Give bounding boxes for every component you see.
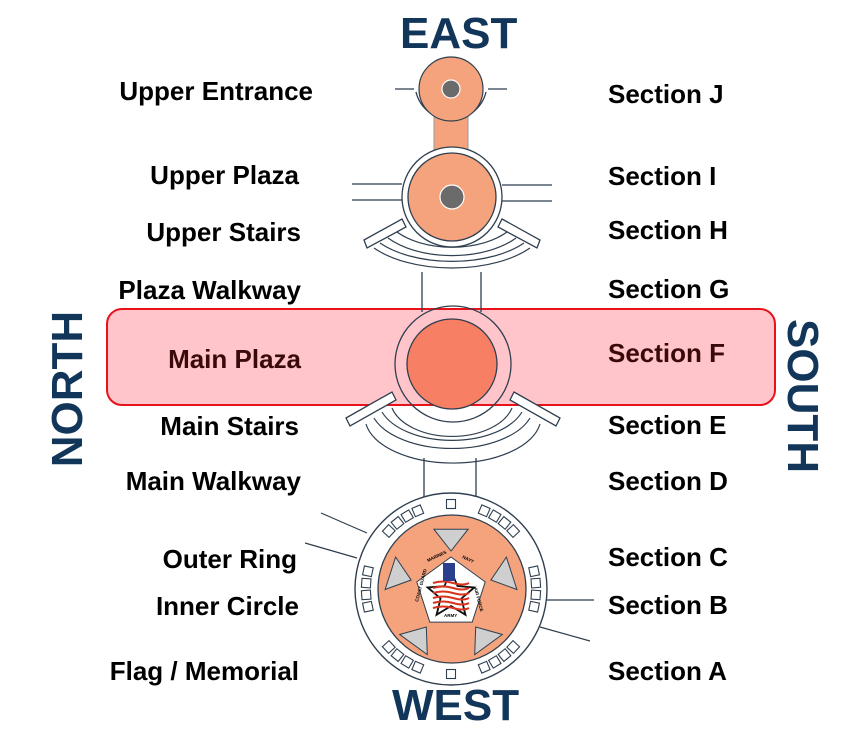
triangle-marker [384,555,412,591]
outer-ring-squares [360,498,542,680]
label-plaza-walkway: Plaza Walkway [118,275,301,305]
ring-square [411,504,425,518]
triangle-marker [474,626,504,656]
label-section-b: Section B [608,590,728,620]
ring-square [360,589,372,601]
main-plaza-circle [406,318,498,410]
emblem-label-navy: NAVY [462,554,475,564]
ring-square [361,600,374,613]
flag-stripe [432,580,470,586]
label-section-c: Section C [608,542,728,572]
ring-square [390,647,405,663]
ring-square [497,515,512,531]
direction-north: NORTH [43,310,92,468]
ring-square [381,639,396,655]
direction-east: EAST [400,9,518,58]
ring-square [445,498,457,510]
flag-stripe [432,600,470,606]
label-section-d: Section D [608,466,728,496]
ring-square [360,577,372,589]
ring-square [497,647,512,663]
label-main-walkway: Main Walkway [125,466,301,496]
label-upper-stairs: Upper Stairs [146,217,301,247]
label-upper-plaza: Upper Plaza [150,160,299,190]
ring-square [400,509,415,524]
flag-stripe [432,585,470,591]
ring-square [477,660,491,674]
flag-stripe [432,605,470,611]
label-section-e: Section E [608,410,727,440]
triangle-marker [398,626,428,656]
ring-square [390,515,405,531]
ring-square [506,523,521,539]
flag-stripe [432,595,470,601]
label-section-f: Section F [608,338,726,368]
flag-stripe [432,590,470,596]
inner-circle-triangles [384,528,518,656]
triangle-marker [490,555,518,591]
ring-square [477,504,491,518]
label-inner-circle: Inner Circle [155,591,299,621]
flag-memorial-canton [443,563,455,581]
ring-square [487,509,502,524]
label-outer-ring: Outer Ring [162,544,297,574]
label-upper-entrance: Upper Entrance [119,76,313,106]
ring-square [411,660,425,674]
direction-south: SOUTH [778,319,827,473]
label-main-plaza: Main Plaza [168,344,301,374]
ring-square [400,654,415,669]
ring-square [445,668,457,680]
ring-square [361,565,374,578]
emblem-label-army: ARMY [444,613,457,618]
direction-west: WEST [392,681,520,730]
label-section-g: Section G [608,274,730,304]
upper-plaza-center-dot [439,184,465,210]
label-main-stairs: Main Stairs [160,411,299,441]
ring-square [528,600,541,613]
emblem-label-air-force: AIR FORCE [473,587,484,612]
upper-stairs [363,218,541,249]
main-stairs [345,391,561,427]
main-plaza-outer-ring [394,305,512,423]
label-section-j: Section J [608,79,724,109]
upper-entrance-center-dot [441,79,461,99]
ring-square [528,565,541,578]
ring-square [381,523,396,539]
label-section-i: Section I [608,161,717,191]
ring-square [530,589,542,601]
label-section-h: Section H [608,215,728,245]
ring-square [506,639,521,655]
flag-memorial-stripes [432,580,470,611]
triangle-marker [432,528,470,552]
label-flag-memorial: Flag / Memorial [109,656,299,686]
ring-square [487,654,502,669]
ring-square [530,577,542,589]
label-section-a: Section A [608,656,727,686]
